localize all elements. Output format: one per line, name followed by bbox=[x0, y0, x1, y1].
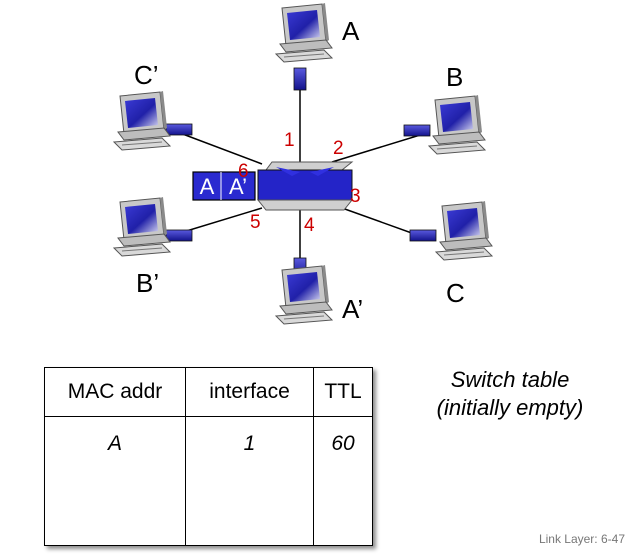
port-label-6: 6 bbox=[238, 161, 249, 182]
connector-a bbox=[293, 67, 307, 91]
table-caption: Switch table (initially empty) bbox=[410, 366, 610, 422]
port-label-3: 3 bbox=[350, 186, 361, 207]
host-label-a-prime: A’ bbox=[342, 294, 363, 324]
caption-line-2: (initially empty) bbox=[436, 395, 584, 420]
port-label-2: 2 bbox=[333, 138, 344, 159]
port-label-5: 5 bbox=[250, 212, 261, 233]
computer-icon-b bbox=[428, 94, 486, 155]
computer-icon-c bbox=[435, 200, 493, 261]
connector-b bbox=[403, 124, 431, 137]
switch-icon bbox=[256, 161, 354, 211]
cell-empty bbox=[44, 471, 186, 546]
frame-destination-label: A’ bbox=[229, 174, 247, 199]
column-header-interface: interface bbox=[185, 367, 314, 417]
link-c bbox=[341, 207, 421, 237]
table-row: A 1 60 bbox=[44, 416, 373, 471]
computer-icon-b-prime bbox=[113, 196, 171, 257]
host-label-b-prime: B’ bbox=[136, 268, 159, 298]
link-c-prime bbox=[171, 129, 263, 165]
connector-c-prime bbox=[165, 123, 193, 136]
host-label-c: C bbox=[446, 278, 465, 308]
connector-b-prime bbox=[165, 229, 193, 242]
computer-icon-c-prime bbox=[113, 90, 171, 151]
cell-empty bbox=[313, 471, 373, 546]
frame: A A’ bbox=[192, 171, 256, 201]
link-b bbox=[331, 131, 431, 163]
port-label-4: 4 bbox=[304, 215, 315, 236]
cell-mac: A bbox=[44, 416, 186, 471]
switch-table: MAC addr interface TTL A 1 60 bbox=[44, 367, 373, 546]
table-row-empty bbox=[44, 471, 373, 546]
port-label-1: 1 bbox=[284, 130, 295, 151]
host-label-c-prime: C’ bbox=[134, 60, 159, 90]
slide-footer: Link Layer: 6-47 bbox=[538, 532, 625, 546]
column-header-mac: MAC addr bbox=[44, 367, 186, 417]
cell-empty bbox=[185, 471, 314, 546]
host-label-b: B bbox=[446, 62, 463, 92]
table-header-row: MAC addr interface TTL bbox=[44, 367, 373, 417]
cell-interface: 1 bbox=[185, 416, 314, 471]
computer-icon-a-prime bbox=[275, 264, 333, 325]
frame-source-label: A bbox=[200, 174, 215, 199]
caption-line-1: Switch table bbox=[450, 367, 570, 392]
computer-icon-a bbox=[275, 2, 333, 63]
connector-c bbox=[409, 229, 437, 242]
network-diagram: A A’ 1 2 3 4 5 6 A B C A’ B’ C’ bbox=[113, 2, 493, 325]
cell-ttl: 60 bbox=[313, 416, 373, 471]
host-label-a: A bbox=[342, 16, 360, 46]
column-header-ttl: TTL bbox=[313, 367, 373, 417]
